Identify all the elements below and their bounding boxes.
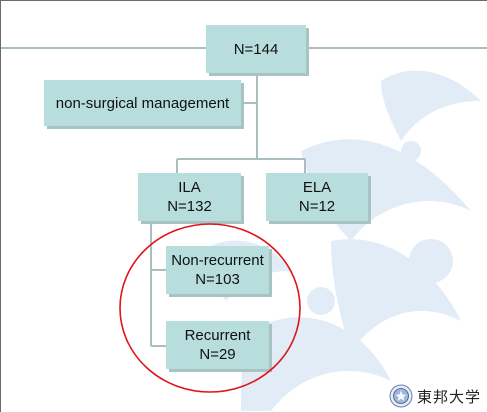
root-node: N=144 xyxy=(206,25,306,73)
ila-label: ILA xyxy=(178,179,201,196)
non-recurrent-node: Non-recurrent N=103 xyxy=(166,246,269,294)
ela-node: ELA N=12 xyxy=(266,173,368,221)
non-surgical-node: non-surgical management xyxy=(44,80,241,126)
recurrent-label: Recurrent xyxy=(184,327,251,344)
university-name: 東邦大学 xyxy=(416,387,481,406)
ila-count: N=132 xyxy=(167,198,212,215)
recurrent-count: N=29 xyxy=(199,346,236,363)
ela-label: ELA xyxy=(302,179,332,196)
non-recurrent-count: N=103 xyxy=(195,271,240,288)
university-logo: 東邦大学 xyxy=(389,384,481,408)
recurrent-node: Recurrent N=29 xyxy=(166,321,269,369)
ela-count: N=12 xyxy=(298,198,336,215)
ila-node: ILA N=132 xyxy=(138,173,241,221)
university-seal-icon xyxy=(389,384,413,408)
non-recurrent-label: Non-recurrent xyxy=(171,252,264,269)
non-surgical-label: non-surgical management xyxy=(55,94,230,112)
root-label: N=144 xyxy=(233,40,279,58)
